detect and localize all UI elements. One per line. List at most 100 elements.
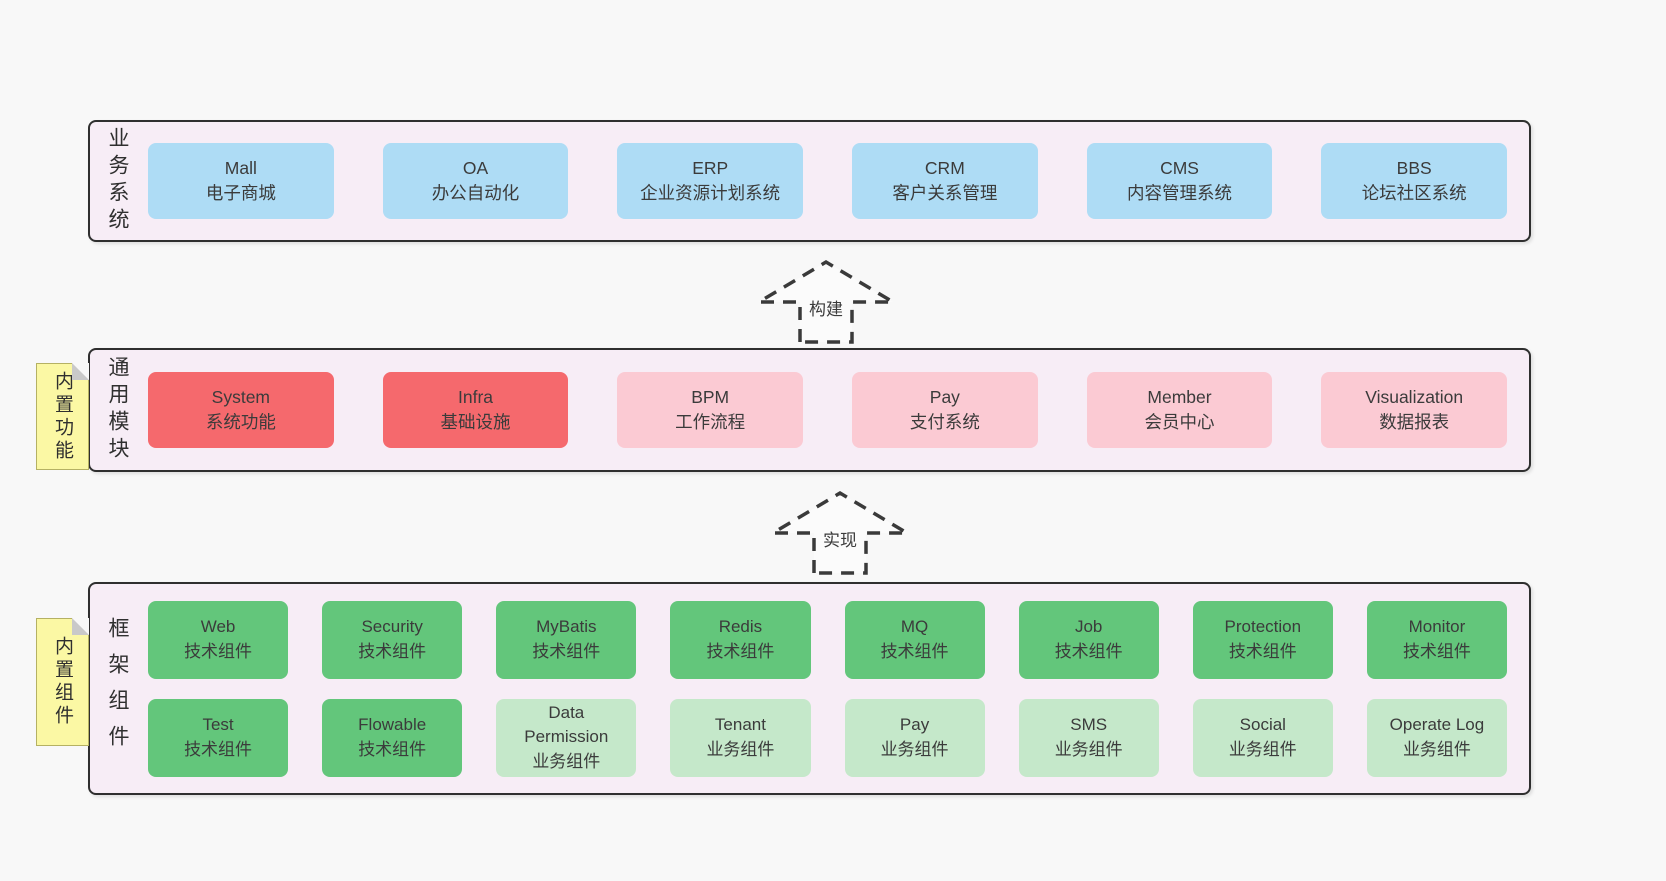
box-social: Social 业务组件 <box>1192 698 1333 777</box>
box-subtitle: 技术组件 <box>184 739 253 759</box>
box-flowable: Flowable 技术组件 <box>322 698 463 777</box>
box-pay-component: Pay 业务组件 <box>844 698 985 777</box>
sticky-built-in-functions-label: 内置功能 <box>52 370 73 463</box>
section-business-label: 业务系统 <box>106 127 129 235</box>
box-title: BPM <box>691 387 730 408</box>
modules-box-row: System 系统功能 Infra 基础设施 BPM 工作流程 Pay 支付系统… <box>148 372 1508 448</box>
box-title: Test <box>202 715 234 735</box>
box-monitor: Monitor 技术组件 <box>1366 600 1507 679</box>
section-framework-components: 框架组件 Web 技术组件 Security 技术组件 MyBatis 技术组件… <box>88 582 1531 795</box>
box-subtitle: 办公自动化 <box>431 183 520 203</box>
box-operate-log: Operate Log 业务组件 <box>1366 698 1507 777</box>
box-title: OA <box>462 158 489 179</box>
box-title: Redis <box>718 617 763 637</box>
box-title: System <box>211 387 271 408</box>
box-subtitle: 电子商城 <box>205 183 276 203</box>
arrow-up-implement-icon: 实现 <box>766 490 914 575</box>
box-title: BBS <box>1396 158 1432 179</box>
box-subtitle: 技术组件 <box>1228 641 1297 661</box>
box-system: System 系统功能 <box>148 372 334 448</box>
box-title: Flowable <box>358 715 427 735</box>
box-subtitle: 业务组件 <box>1054 739 1123 759</box>
box-title: Data Permission <box>524 703 609 747</box>
box-redis: Redis 技术组件 <box>670 600 811 679</box>
arrow-build-label: 构建 <box>809 300 843 319</box>
box-erp: ERP 企业资源计划系统 <box>617 143 804 219</box>
box-mq: MQ 技术组件 <box>844 600 985 679</box>
box-web: Web 技术组件 <box>148 600 289 679</box>
box-subtitle: 论坛社区系统 <box>1361 183 1467 203</box>
box-title: Web <box>200 617 236 637</box>
box-test: Test 技术组件 <box>148 698 289 777</box>
box-subtitle: 业务组件 <box>1228 739 1297 759</box>
box-mall: Mall 电子商城 <box>148 143 334 219</box>
sticky-built-in-functions: 内置功能 <box>36 363 89 470</box>
box-subtitle: 技术组件 <box>706 641 775 661</box>
box-subtitle: 技术组件 <box>1402 641 1471 661</box>
box-subtitle: 基础设施 <box>440 412 511 432</box>
box-mybatis: MyBatis 技术组件 <box>496 600 637 679</box>
box-protection: Protection 技术组件 <box>1192 600 1333 679</box>
box-subtitle: 技术组件 <box>1054 641 1123 661</box>
box-subtitle: 系统功能 <box>205 412 276 432</box>
box-subtitle: 业务组件 <box>532 751 601 771</box>
box-title: Infra <box>457 387 494 408</box>
box-subtitle: 技术组件 <box>358 641 427 661</box>
box-bpm: BPM 工作流程 <box>617 372 804 448</box>
box-data-permission: Data Permission 业务组件 <box>496 698 637 777</box>
box-title: Tenant <box>714 715 766 735</box>
box-title: Security <box>361 617 423 637</box>
box-crm: CRM 客户关系管理 <box>852 143 1038 219</box>
business-box-row: Mall 电子商城 OA 办公自动化 ERP 企业资源计划系统 CRM 客户关系… <box>148 143 1508 219</box>
box-member: Member 会员中心 <box>1086 372 1273 448</box>
box-visualization: Visualization 数据报表 <box>1321 372 1508 448</box>
arrow-up-build-icon: 构建 <box>752 259 900 344</box>
box-sms: SMS 业务组件 <box>1018 698 1159 777</box>
box-subtitle: 支付系统 <box>909 412 980 432</box>
box-title: CMS <box>1160 158 1199 179</box>
box-title: SMS <box>1070 715 1108 735</box>
box-cms: CMS 内容管理系统 <box>1086 143 1273 219</box>
section-modules-label: 通用模块 <box>106 356 129 464</box>
box-title: Monitor <box>1408 617 1466 637</box>
box-subtitle: 技术组件 <box>532 641 601 661</box>
box-subtitle: 技术组件 <box>358 739 427 759</box>
section-common-modules: 通用模块 System 系统功能 Infra 基础设施 BPM 工作流程 Pay… <box>88 348 1531 472</box>
box-subtitle: 内容管理系统 <box>1127 183 1233 203</box>
box-bbs: BBS 论坛社区系统 <box>1321 143 1508 219</box>
box-title: Social <box>1239 715 1286 735</box>
box-title: Pay <box>929 387 960 408</box>
box-subtitle: 业务组件 <box>1402 739 1471 759</box>
box-pay-module: Pay 支付系统 <box>852 372 1038 448</box>
arrow-implement-label: 实现 <box>823 531 857 550</box>
box-subtitle: 数据报表 <box>1379 412 1450 432</box>
box-subtitle: 工作流程 <box>675 412 746 432</box>
box-subtitle: 企业资源计划系统 <box>640 183 781 203</box>
box-tenant: Tenant 业务组件 <box>670 698 811 777</box>
box-subtitle: 技术组件 <box>880 641 949 661</box>
box-security: Security 技术组件 <box>322 600 463 679</box>
sticky-built-in-components: 内置组件 <box>36 618 89 746</box>
sticky-built-in-components-label: 内置组件 <box>52 636 73 728</box>
box-subtitle: 技术组件 <box>184 641 253 661</box>
box-subtitle: 客户关系管理 <box>892 183 998 203</box>
box-title: Pay <box>899 715 930 735</box>
box-title: Member <box>1147 387 1212 408</box>
section-framework-label: 框架组件 <box>106 616 129 761</box>
box-title: Mall <box>224 158 257 179</box>
box-title: ERP <box>692 158 729 179</box>
section-business-systems: 业务系统 Mall 电子商城 OA 办公自动化 ERP 企业资源计划系统 CRM… <box>88 120 1531 242</box>
box-oa: OA 办公自动化 <box>382 143 569 219</box>
box-title: Job <box>1074 617 1103 637</box>
box-title: Visualization <box>1365 387 1464 408</box>
box-title: MyBatis <box>536 617 597 637</box>
box-title: Protection <box>1224 617 1302 637</box>
framework-box-grid: Web 技术组件 Security 技术组件 MyBatis 技术组件 Redi… <box>148 600 1507 777</box>
box-job: Job 技术组件 <box>1018 600 1159 679</box>
box-title: CRM <box>924 158 965 179</box>
box-title: MQ <box>900 617 929 637</box>
box-infra: Infra 基础设施 <box>382 372 569 448</box>
box-subtitle: 业务组件 <box>706 739 775 759</box>
box-title: Operate Log <box>1389 715 1485 735</box>
